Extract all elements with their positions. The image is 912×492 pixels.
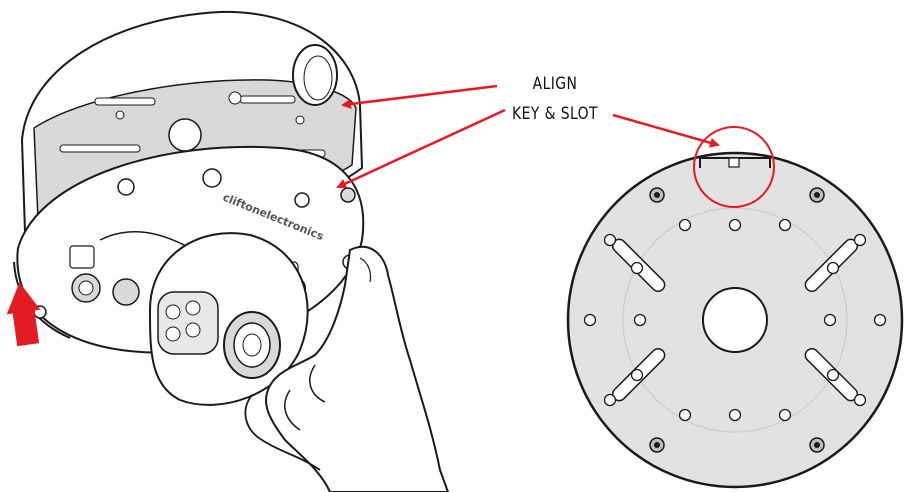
callout-arrow-icon (612, 113, 720, 148)
up-arrow-icon (6, 282, 41, 347)
center-cable-hole (702, 287, 768, 353)
dome-camera-illustration: cliftonelectronics (6, 10, 450, 492)
mounting-holes (583, 218, 887, 422)
callout-arrows (336, 84, 720, 189)
mounting-plate (566, 126, 904, 489)
callout-arrow-icon (341, 84, 498, 109)
alignment-slot (728, 157, 740, 168)
callout-label-align: ALIGN (532, 74, 578, 94)
highlight-circle-icon (693, 126, 775, 208)
callout-arrow-icon (336, 108, 506, 189)
camera-lens-assembly (148, 232, 309, 406)
callout-label-key-slot: KEY & SLOT (512, 104, 598, 124)
screw-bosses (649, 187, 825, 453)
hand-illustration (244, 245, 450, 492)
